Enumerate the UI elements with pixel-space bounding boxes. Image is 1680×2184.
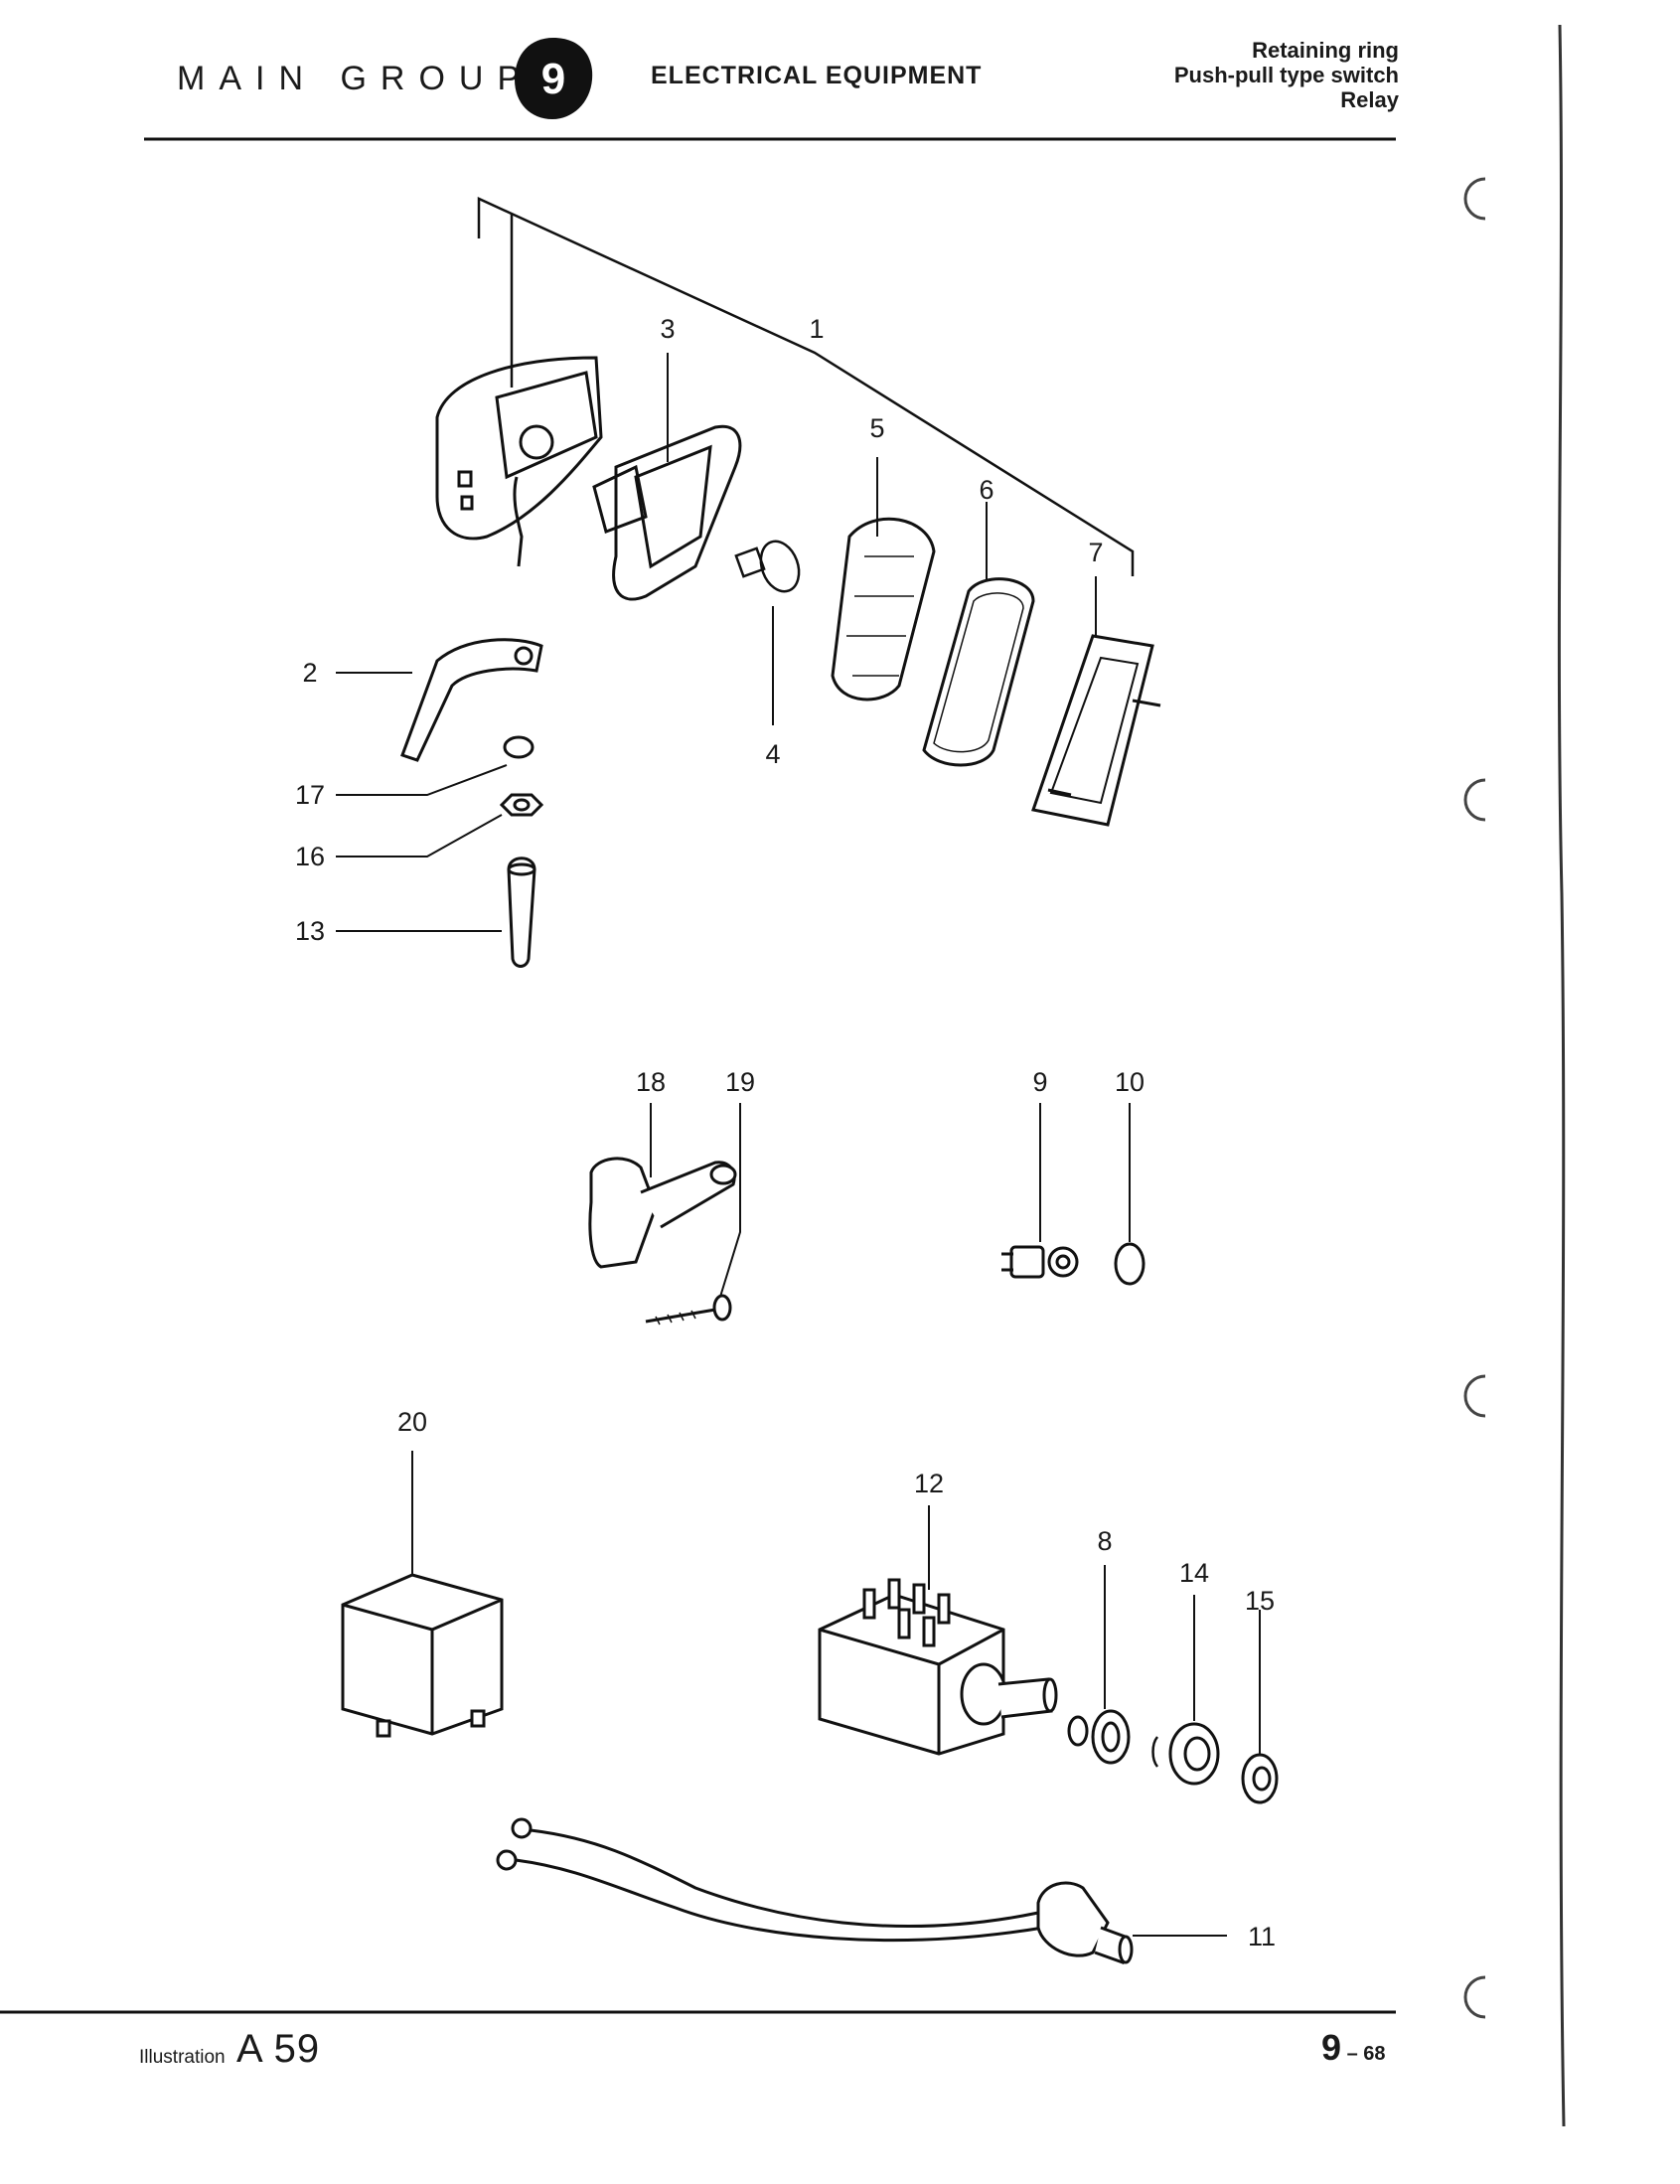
retaining-ring-icon <box>1031 634 1161 827</box>
o-ring-icon <box>1114 1242 1145 1286</box>
illustration-label: Illustration <box>139 2047 226 2068</box>
lens-seal-icon <box>922 577 1035 767</box>
push-pull-switch-housing-icon <box>588 1157 737 1269</box>
knob-cap-icon <box>1241 1753 1279 1804</box>
subtitle-push-pull-switch: Push-pull type switch <box>1173 63 1399 87</box>
section-title: ELECTRICAL EQUIPMENT <box>651 62 983 89</box>
callout-20: 20 <box>397 1407 427 1437</box>
illustration-code: A 59 <box>236 2027 321 2071</box>
lamp-housing-icon <box>435 356 603 567</box>
subtitle-relay: Relay <box>1340 87 1399 112</box>
callout-11: 11 <box>1248 1922 1276 1951</box>
subtitle-block: Retaining ring Push-pull type switch Rel… <box>1174 38 1399 112</box>
lens-icon <box>831 517 936 702</box>
lamp-assembly-bracket <box>477 197 1135 576</box>
group-number: 9 <box>541 55 565 103</box>
callout-15: 15 <box>1245 1586 1275 1616</box>
punch-hole-icon <box>1463 778 1486 822</box>
punch-hole-icon <box>1463 1374 1486 1418</box>
callout-2: 2 <box>302 658 317 688</box>
light-switch-body-icon <box>818 1578 1058 1756</box>
binder-edge-line <box>1557 24 1566 2127</box>
callout-1: 1 <box>809 314 824 344</box>
retaining-ring-switch-icon <box>1091 1709 1131 1765</box>
callout-18: 18 <box>636 1067 666 1097</box>
callout-17: 17 <box>295 780 325 810</box>
main-group-label: MAIN GROUP <box>177 60 535 97</box>
push-switch-icon <box>1001 1245 1079 1279</box>
relay-icon <box>341 1573 504 1738</box>
lock-washer-icon <box>503 735 535 759</box>
insulating-sleeve-icon <box>507 857 536 968</box>
page-number-minor: 68 <box>1363 2043 1386 2065</box>
punch-hole-icon <box>1463 1975 1486 2019</box>
page-number-major: 9 <box>1321 2027 1342 2068</box>
switch-knob-icon <box>1151 1722 1220 1786</box>
pressure-switch-cable-icon <box>496 1817 1044 1943</box>
callout-16: 16 <box>295 842 325 871</box>
callout-7: 7 <box>1088 538 1103 567</box>
mounting-strap-icon <box>400 638 543 762</box>
subtitle-retaining-ring: Retaining ring <box>1252 38 1399 63</box>
callout-3: 3 <box>660 314 675 344</box>
wood-screw-icon <box>645 1294 732 1326</box>
callout-8: 8 <box>1097 1526 1112 1556</box>
callout-14: 14 <box>1179 1558 1209 1588</box>
callout-19: 19 <box>725 1067 755 1097</box>
callout-12: 12 <box>914 1469 944 1498</box>
bulb-icon <box>734 540 801 593</box>
callout-4: 4 <box>765 739 780 769</box>
callout-6: 6 <box>979 475 993 505</box>
lamp-carrier-plate-icon <box>592 424 742 601</box>
page-number: 9 – 68 <box>1321 2027 1386 2068</box>
callout-9: 9 <box>1032 1067 1047 1097</box>
leader-lines <box>336 353 1261 1937</box>
callout-5: 5 <box>869 413 884 443</box>
oil-pressure-switch-icon <box>1036 1881 1134 1964</box>
punch-hole-icon <box>1463 177 1486 221</box>
callout-13: 13 <box>295 916 325 946</box>
callout-10: 10 <box>1115 1067 1145 1097</box>
group-number-badge: 9 <box>515 38 593 119</box>
hex-nut-icon <box>499 793 544 817</box>
switch-spring-icon <box>1067 1715 1089 1747</box>
